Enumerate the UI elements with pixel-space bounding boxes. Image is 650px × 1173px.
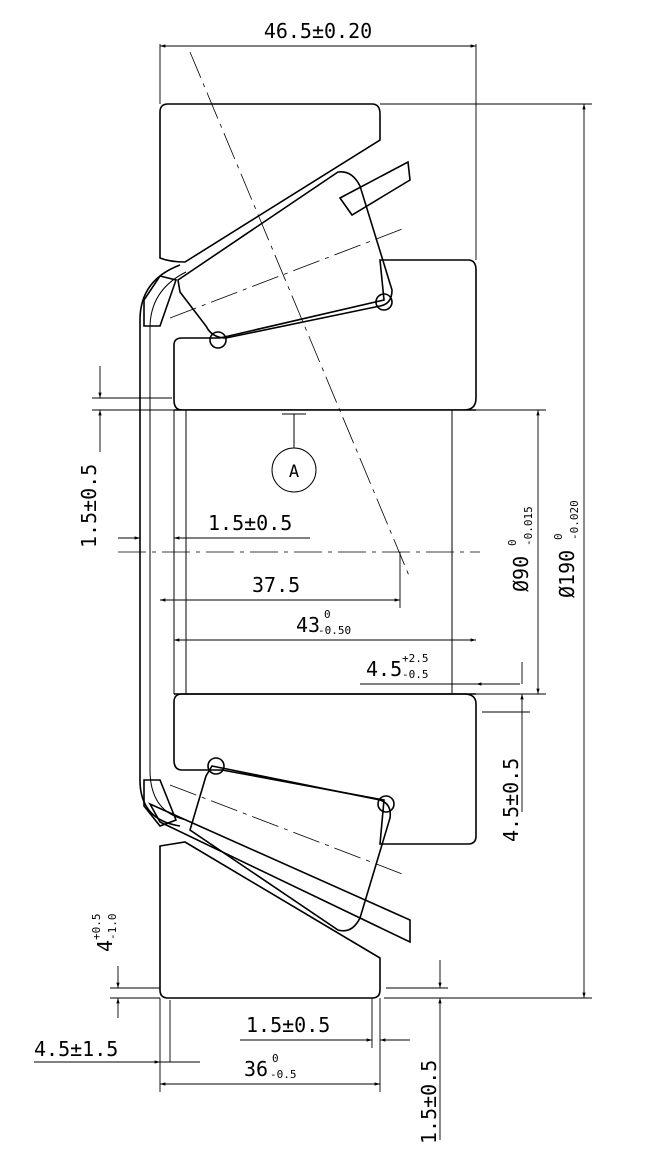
svg-text:0: 0 (506, 539, 519, 546)
cage-lower-tab (143, 779, 178, 827)
dim-inner-gap: 1.5±0.5 (208, 511, 292, 535)
dim-right-step: 4.5±0.5 (499, 758, 523, 842)
lower-roller-fillet-top (207, 757, 225, 775)
cage-upper-tab (143, 275, 178, 327)
svg-text:4: 4 (93, 940, 117, 952)
dim-left-clearance: 1.5±0.5 (77, 464, 101, 548)
lower-cone-section (173, 693, 477, 845)
datum-label: A (289, 462, 299, 482)
svg-text:+2.5: +2.5 (402, 652, 429, 665)
dim-bore-diameter: Ø90 0 -0.015 (506, 506, 535, 592)
upper-roller (177, 170, 393, 339)
svg-text:-0.020: -0.020 (568, 500, 581, 540)
dim-cup-width: 36 0 -0.5 (244, 1052, 297, 1081)
svg-text:Ø90: Ø90 (509, 556, 533, 592)
svg-text:0: 0 (324, 608, 331, 621)
svg-text:+0.5: +0.5 (90, 914, 103, 941)
svg-text:Ø190: Ø190 (555, 550, 579, 598)
svg-text:-0.015: -0.015 (522, 506, 535, 546)
svg-text:0: 0 (552, 533, 565, 540)
dim-rib-offset: 4.5 +2.5 -0.5 (366, 652, 429, 681)
svg-text:4.5: 4.5 (366, 657, 402, 681)
dim-left-step: 4 +0.5 -1.0 (90, 914, 119, 953)
upper-roller-fillet-bottom (209, 331, 227, 349)
svg-text:0: 0 (272, 1052, 279, 1065)
svg-text:-1.0: -1.0 (106, 914, 119, 941)
lower-roller-fillet-bottom (377, 795, 395, 813)
dim-bottom-left: 4.5±1.5 (34, 1037, 118, 1061)
upper-roller-fillet-top (375, 293, 393, 311)
lower-cup-section (159, 841, 381, 999)
upper-cone-lip (338, 160, 411, 217)
dim-bottom-right: 1.5±0.5 (417, 1060, 441, 1144)
upper-cone-section (173, 259, 477, 411)
svg-text:-0.5: -0.5 (270, 1068, 297, 1081)
dim-overall-width: 46.5±0.20 (264, 19, 372, 43)
svg-text:43: 43 (296, 613, 320, 637)
svg-text:-0.5: -0.5 (402, 668, 429, 681)
dim-outer-diameter: Ø190 0 -0.020 (552, 500, 581, 598)
svg-text:36: 36 (244, 1057, 268, 1081)
roller-axis (189, 51, 411, 579)
dim-cone-width: 43 0 -0.50 (296, 608, 351, 637)
lower-roller (189, 765, 392, 932)
lower-cage-strip (148, 802, 411, 944)
dim-cone-offset: 37.5 (252, 573, 300, 597)
svg-text:-0.50: -0.50 (318, 624, 351, 637)
upper-cup-section (159, 103, 381, 263)
dim-bottom-gap: 1.5±0.5 (246, 1013, 330, 1037)
